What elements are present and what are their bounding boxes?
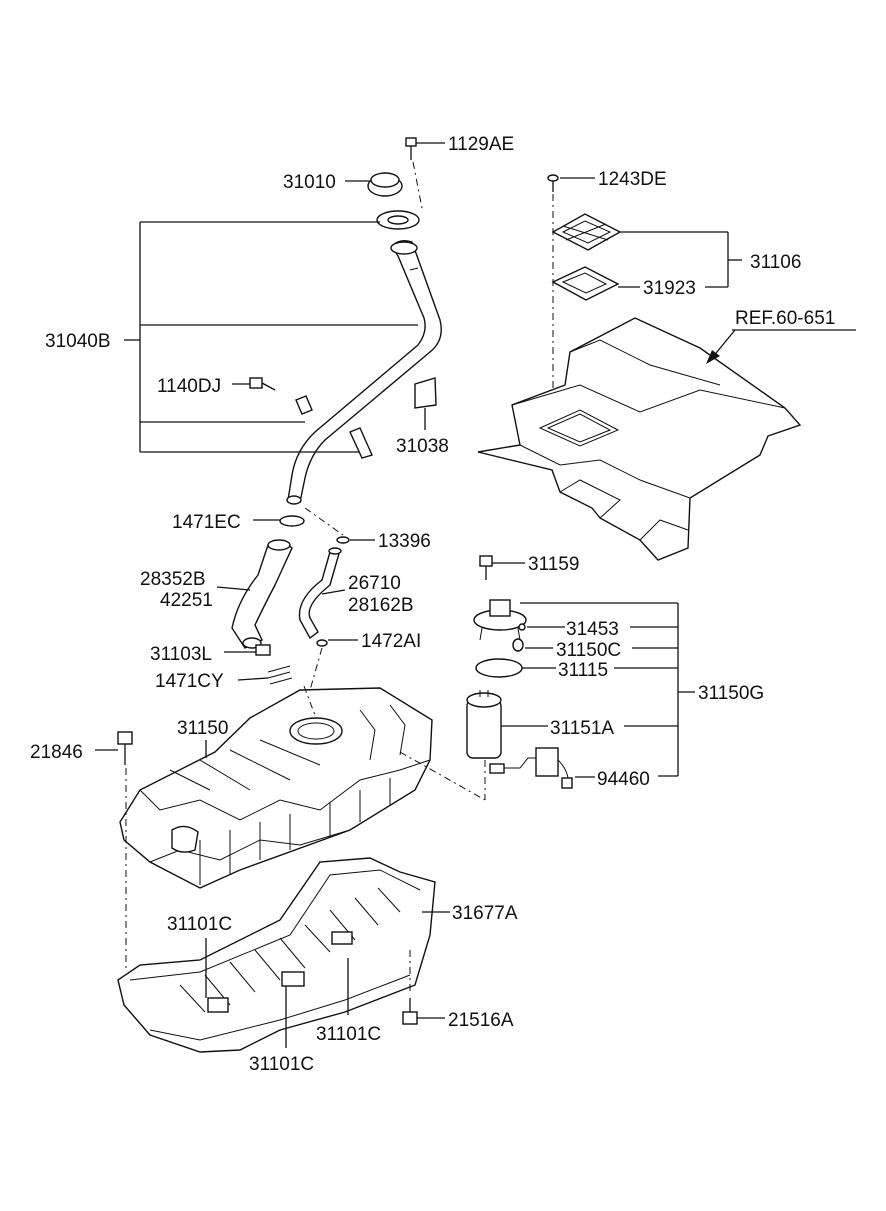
- pads-31101c: [205, 938, 349, 1048]
- label-21846: 21846: [30, 742, 83, 763]
- bolt-21516a: [402, 950, 445, 1025]
- filler-hose-28352b: [216, 539, 293, 649]
- label-1472ai: 1472AI: [361, 631, 421, 652]
- callout-31150g: [520, 602, 695, 777]
- tank-hose-dashline: [303, 685, 317, 719]
- label-1471cy: 1471CY: [155, 671, 224, 692]
- label-1243de: 1243DE: [598, 169, 667, 190]
- label-21516a: 21516A: [448, 1010, 514, 1031]
- fuel-tank-31150: [119, 687, 433, 889]
- label-31151a: 31151A: [550, 718, 614, 739]
- label-31150g: 31150G: [698, 683, 764, 704]
- label-31040b: 31040B: [45, 331, 111, 352]
- service-cover-gasket-31923: [551, 266, 640, 301]
- screw-1243de: [547, 174, 595, 430]
- label-13396: 13396: [378, 531, 431, 552]
- label-31150c: 31150C: [556, 640, 621, 661]
- label-94460: 94460: [597, 769, 650, 790]
- label-31106: 31106: [750, 252, 801, 273]
- label-26710: 26710: [348, 573, 401, 594]
- wiring-harness-94460: [489, 747, 595, 789]
- label-31159: 31159: [528, 554, 579, 575]
- label-31101c-right: 31101C: [316, 1024, 381, 1045]
- filler-gasket: [376, 210, 420, 230]
- bolt-1140dj: [232, 377, 373, 459]
- fuel-pump-31151a: [466, 690, 548, 759]
- label-31101c-top: 31101C: [167, 914, 232, 935]
- bolt-31159: [479, 555, 525, 580]
- label-31101c-bottom: 31101C: [249, 1054, 314, 1075]
- ref-arrow: [706, 329, 856, 364]
- label-1129ae: 1129AE: [448, 134, 514, 155]
- clamp-1471cy: [237, 665, 293, 685]
- label-31923: 31923: [643, 278, 696, 299]
- clamp-1471ec: [253, 515, 305, 527]
- label-31150: 31150: [177, 718, 228, 739]
- label-ref-60-651: REF.60-651: [735, 308, 835, 329]
- label-plate-31038: [414, 377, 437, 430]
- label-31010: 31010: [283, 172, 336, 193]
- label-28162b: 28162B: [348, 595, 414, 616]
- label-31453: 31453: [566, 619, 619, 640]
- callout-31040b: [124, 221, 418, 453]
- bolt-1129ae: [405, 137, 445, 209]
- bolt-21846: [95, 731, 133, 970]
- clamp-1472ai: [309, 639, 358, 691]
- label-1140dj: 1140DJ: [157, 376, 221, 397]
- vent-hose-26710: [298, 547, 346, 640]
- label-31038: 31038: [396, 436, 449, 457]
- clamp-31103l: [224, 644, 271, 656]
- label-1471ec: 1471EC: [172, 512, 241, 533]
- clip-13396: [304, 507, 375, 544]
- callout-31106: [620, 231, 742, 288]
- pump-flange-31453: [473, 599, 565, 652]
- floor-panel: [477, 317, 802, 561]
- label-31115: 31115: [558, 660, 608, 681]
- label-28352b: 28352B: [140, 569, 206, 590]
- label-42251: 42251: [160, 590, 213, 611]
- fuel-filler-neck-31040b: [286, 239, 442, 505]
- service-cover-plate: [551, 213, 622, 251]
- label-31103l: 31103L: [150, 644, 212, 665]
- label-31677a: 31677A: [452, 903, 518, 924]
- tank-protector-31677a: [117, 857, 450, 1053]
- fuel-filler-cap-31010: [345, 172, 403, 197]
- o-ring-31115: [475, 658, 556, 678]
